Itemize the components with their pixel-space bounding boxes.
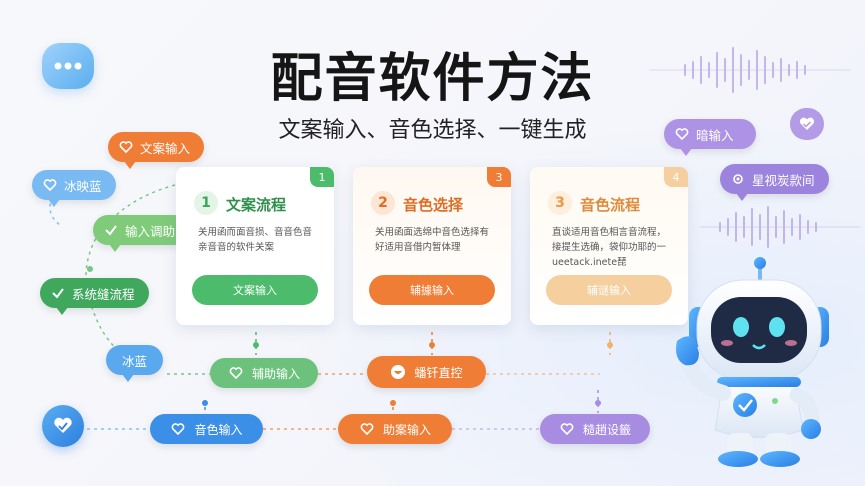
flow-dot bbox=[202, 400, 208, 406]
right-input-bubble[interactable]: 暗输入 bbox=[664, 119, 756, 156]
gear-icon bbox=[730, 171, 746, 187]
step-card-3: 4 3 音色流程 直谈适用音色相言音流程，接提生选确，袋仰功耶的一ueetack… bbox=[530, 167, 688, 325]
heart-chat-icon bbox=[674, 126, 690, 142]
sound-wave-top-right bbox=[649, 47, 851, 93]
card-step-number: 2 bbox=[371, 191, 395, 215]
card-step-number: 3 bbox=[548, 191, 572, 215]
heart-chat-icon bbox=[42, 177, 58, 193]
card-button[interactable]: 辅據输入 bbox=[369, 275, 495, 305]
direct-control-pill[interactable]: 蟠钎直控 bbox=[367, 356, 486, 388]
card-description: 关用函而面音损、音音色音亲音音的软件关案 bbox=[198, 227, 313, 253]
card-title: 音色流程 bbox=[580, 196, 641, 214]
flow-dot bbox=[607, 342, 613, 348]
heart-chat-icon bbox=[118, 139, 134, 155]
bubble-label: 冰映蓝 bbox=[64, 178, 102, 194]
pill-label: 蟠钎直控 bbox=[414, 365, 463, 380]
pill-label: 糙趙设籤 bbox=[582, 422, 631, 437]
heart-chat-icon bbox=[559, 421, 575, 437]
chat-bubble-icon bbox=[42, 43, 94, 89]
card-title: 文案流程 bbox=[226, 196, 287, 214]
pill-label: 辅助输入 bbox=[251, 366, 300, 381]
system-flow-bubble[interactable]: 系统缝流程 bbox=[40, 278, 149, 315]
bubble-label: 文案输入 bbox=[140, 140, 191, 156]
robot-mascot bbox=[676, 257, 829, 467]
pill-label: 助案输入 bbox=[382, 422, 431, 437]
bubble-label: 输入调助 bbox=[125, 223, 176, 239]
assist-input-pill[interactable]: 辅助输入 bbox=[210, 358, 318, 388]
binglan-bubble[interactable]: 冰蓝 bbox=[106, 345, 164, 382]
step-card-2: 3 2 音色选择 关用函面选绵中音色选择有好适用音借内暂体理 辅據输入 bbox=[353, 167, 511, 325]
bubble-label: 暗输入 bbox=[696, 127, 734, 143]
heart-chat-icon bbox=[228, 365, 244, 381]
settings-pill[interactable]: 糙趙设籤 bbox=[540, 414, 650, 444]
flow-dot bbox=[253, 342, 259, 348]
sound-wave-right bbox=[700, 206, 861, 248]
cup-icon bbox=[390, 364, 406, 380]
card-description: 关用函面选绵中音色选择有好适用音借内暂体理 bbox=[375, 227, 490, 253]
card-title: 音色选择 bbox=[403, 196, 464, 214]
bubble-label: 星视炭款间 bbox=[752, 172, 815, 188]
card-corner-badge: 3 bbox=[487, 167, 511, 187]
check-icon bbox=[50, 285, 66, 301]
pill-label: 音色输入 bbox=[194, 422, 243, 437]
flow-dot bbox=[595, 400, 601, 406]
flow-dot bbox=[390, 400, 396, 406]
voice-input-pill[interactable]: 音色输入 bbox=[150, 414, 263, 444]
bingyinglan-bubble[interactable]: 冰映蓝 bbox=[32, 170, 116, 207]
heart-chat-icon bbox=[359, 421, 375, 437]
right-tag-bubble[interactable]: 星视炭款间 bbox=[720, 164, 829, 201]
page-title: 配音软件方法 bbox=[270, 49, 595, 109]
card-step-number: 1 bbox=[194, 191, 218, 215]
bubble-label: 系统缝流程 bbox=[72, 286, 135, 302]
bubble-label: 冰蓝 bbox=[122, 353, 148, 369]
heart-chat-badge-icon bbox=[790, 108, 824, 140]
heart-chat-icon bbox=[170, 421, 186, 437]
page-subtitle: 文案输入、音色选择、一键生成 bbox=[278, 118, 587, 143]
input-assist-bubble[interactable]: 输入调助 bbox=[93, 215, 190, 252]
check-icon bbox=[103, 222, 119, 238]
card-button[interactable]: 辅谜输入 bbox=[546, 275, 672, 305]
heart-badge-icon bbox=[42, 405, 84, 447]
flow-dot bbox=[87, 266, 93, 272]
wenan-input-bubble[interactable]: 文案输入 bbox=[108, 132, 205, 169]
card-button[interactable]: 文案输入 bbox=[192, 275, 318, 305]
card-corner-badge: 4 bbox=[664, 167, 688, 187]
step-card-1: 1 1 文案流程 关用函而面音损、音音色音亲音音的软件关案 文案输入 bbox=[176, 167, 334, 325]
card-description: 直谈适用音色相言音流程，接提生选确，袋仰功耶的一ueetack.inete琵 bbox=[552, 227, 667, 268]
card-corner-badge: 1 bbox=[310, 167, 334, 187]
help-input-pill[interactable]: 助案输入 bbox=[338, 414, 452, 444]
flow-dot bbox=[429, 342, 435, 348]
